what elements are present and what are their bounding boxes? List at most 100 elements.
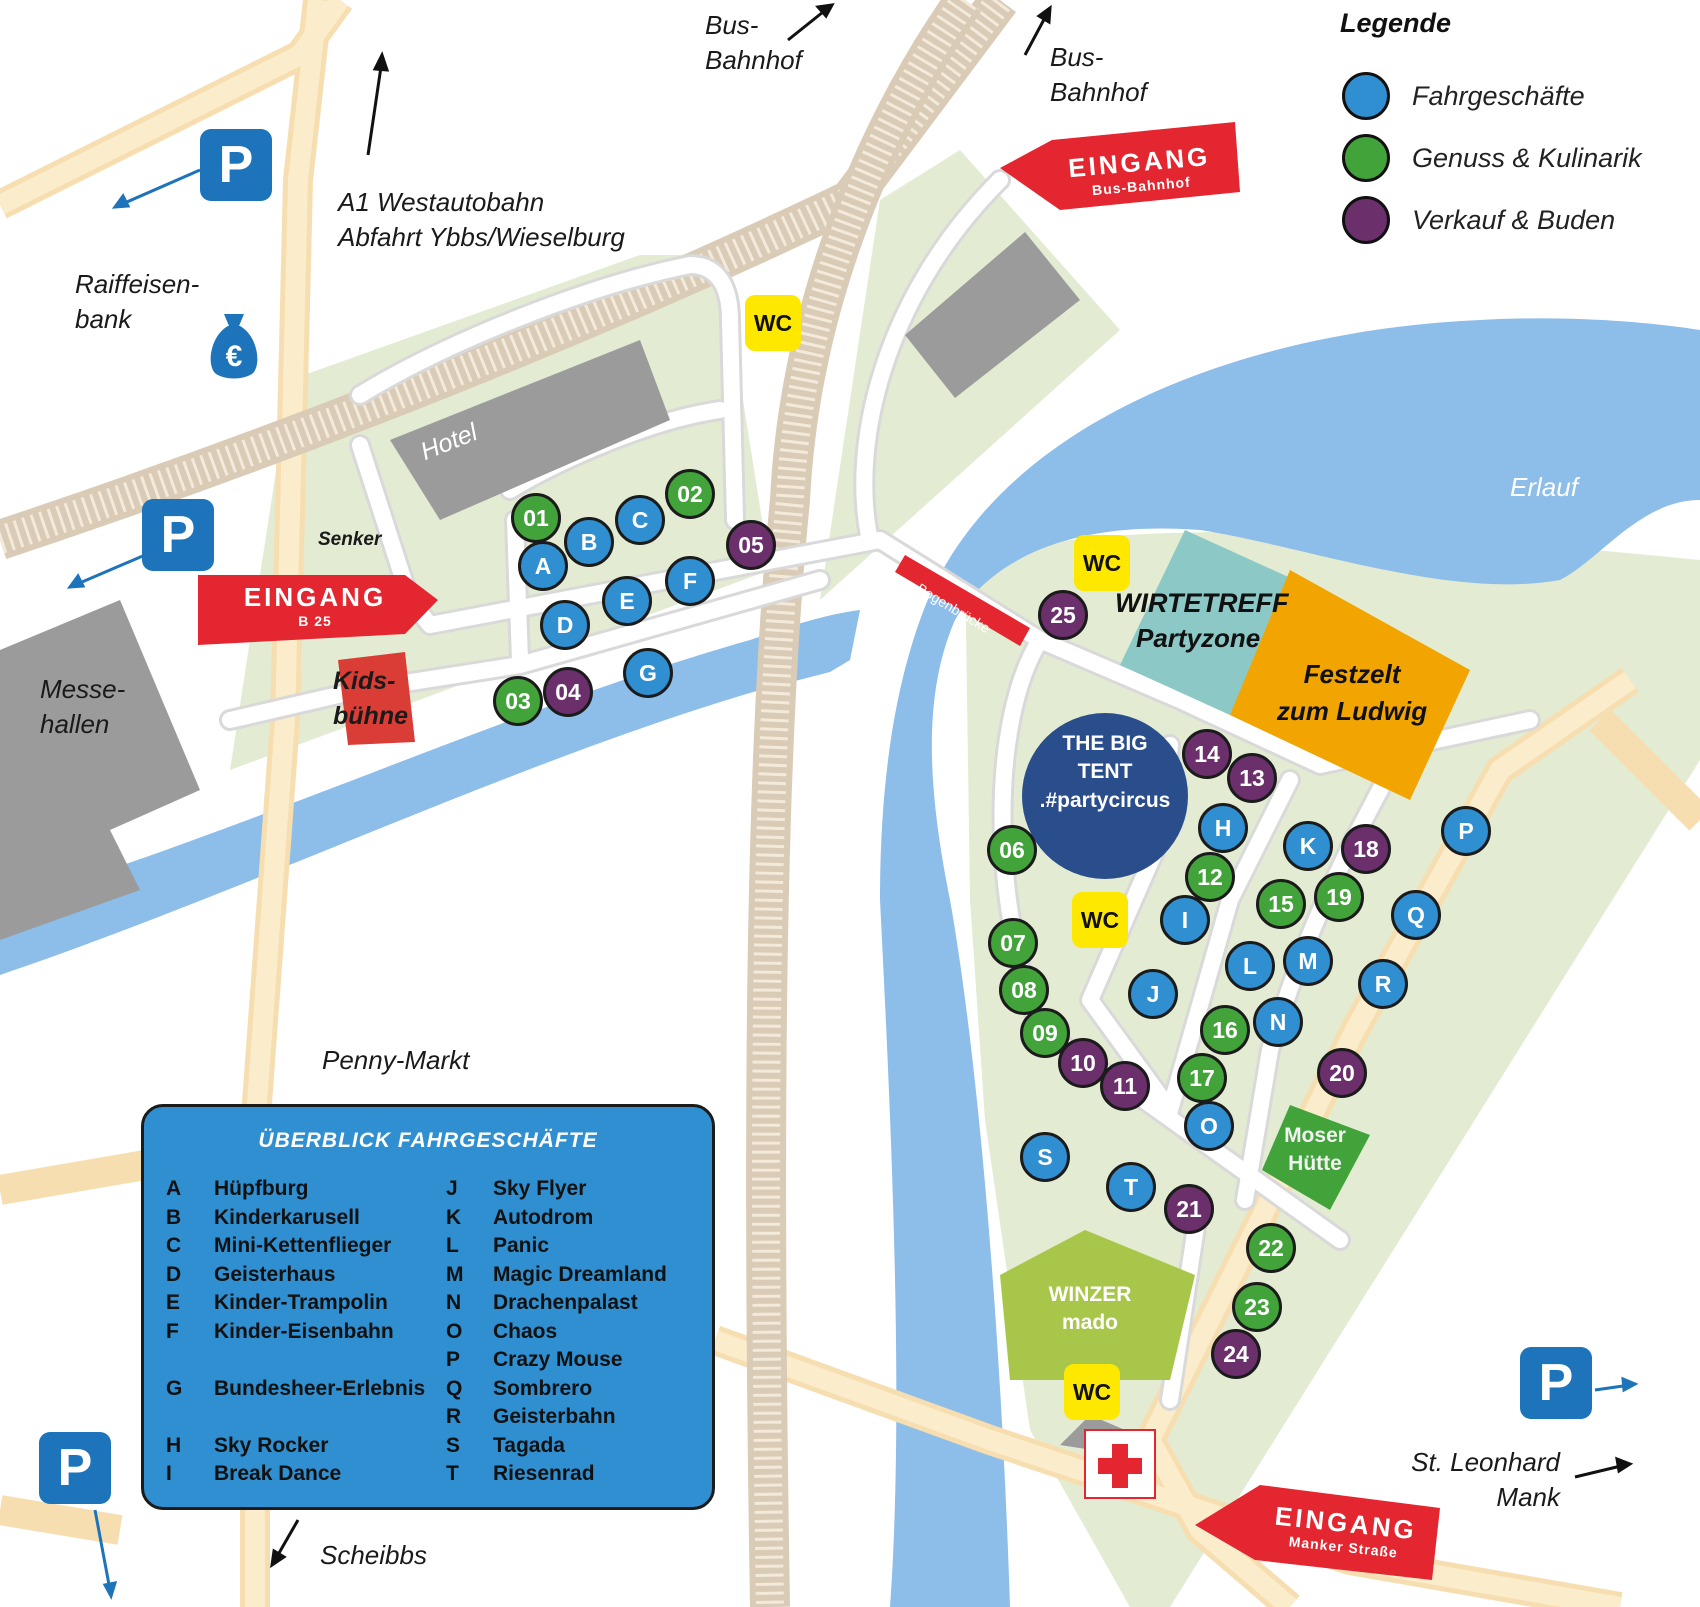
marker-e: E (602, 576, 652, 626)
label-raiffeisenbank: Raiffeisen- bank (75, 269, 200, 334)
marker-q: Q (1391, 890, 1441, 940)
marker-o: O (1184, 1101, 1234, 1151)
marker-04: 04 (543, 667, 593, 717)
wc-sign: WC (745, 295, 801, 351)
label-big-tent-1: THE BIG (1062, 732, 1148, 755)
marker-17: 17 (1177, 1053, 1227, 1103)
overview-name: Kinder-Eisenbahn (214, 1319, 394, 1343)
marker-09: 09 (1020, 1008, 1070, 1058)
entrance-label: EINGANG (243, 582, 387, 612)
marker-n: N (1253, 997, 1303, 1047)
marker-h: H (1198, 803, 1248, 853)
label-bus-bahnhof-2: Bus- Bahnhof (1050, 42, 1147, 107)
label-big-tent-2: TENT (1077, 760, 1133, 783)
overview-name: Sombrero (493, 1376, 593, 1400)
marker-02: 02 (665, 469, 715, 519)
overview-key: L (446, 1234, 459, 1257)
label-partyzone: Partyzone (1136, 623, 1261, 653)
marker-c: C (615, 495, 665, 545)
label-grosse-erlauf: Große Erlauf (864, 1141, 894, 1290)
bogenbruecke (895, 555, 1030, 646)
marker-18: 18 (1341, 824, 1391, 874)
marker-06: 06 (987, 825, 1037, 875)
marker-03: 03 (493, 676, 543, 726)
legend-item-fahrgeschaefte: Fahrgeschäfte (1342, 70, 1585, 122)
parking-sign: P (39, 1432, 111, 1504)
parking-sign: P (200, 129, 272, 201)
overview-name: Mini-Kettenflieger (214, 1234, 392, 1257)
overview-name: Tagada (493, 1433, 565, 1457)
marker-05: 05 (726, 520, 776, 570)
label-scheibbs: Scheibbs (320, 1540, 427, 1570)
overview-name: Panic (493, 1234, 550, 1257)
legend-label: Verkauf & Buden (1412, 204, 1616, 235)
label-wirtetreff: WIRTETREFF (1115, 588, 1289, 618)
overview-key: H (166, 1433, 182, 1457)
overview-key: I (166, 1462, 172, 1485)
overview-row: L Panic (446, 1234, 549, 1258)
label-kidsbuehne: Kids- bühne (333, 667, 408, 730)
marker-07: 07 (988, 918, 1038, 968)
railways (0, 0, 1016, 1607)
direction-arrows (270, 3, 1634, 1569)
legend-item-genuss: Genuss & Kulinarik (1342, 132, 1642, 184)
overview-key: N (446, 1291, 462, 1314)
marker-m: M (1283, 936, 1333, 986)
overview-name: Magic Dreamland (493, 1262, 667, 1286)
overview-key: J (446, 1177, 458, 1200)
big-tent-area (1022, 713, 1188, 879)
kidsbuehne-area (338, 652, 415, 745)
marker-d: D (540, 600, 590, 650)
overview-name: Geisterhaus (214, 1262, 336, 1286)
hotel-building (390, 340, 670, 520)
entrance-sublabel: B 25 (298, 613, 332, 629)
marker-12: 12 (1185, 852, 1235, 902)
messehallen-building (0, 600, 200, 940)
wc-sign: WC (1074, 535, 1130, 591)
overview-name: Geisterbahn (493, 1405, 616, 1428)
festzelt-area (1230, 570, 1470, 800)
marker-08: 08 (999, 965, 1049, 1015)
marker-22: 22 (1246, 1223, 1296, 1273)
overview-name: Break Dance (214, 1462, 342, 1485)
legend-label: Genuss & Kulinarik (1412, 142, 1642, 173)
legend-dot-purple (1342, 196, 1390, 244)
overview-key: D (166, 1262, 182, 1286)
label-a1: A1 Westautobahn Abfahrt Ybbs/Wieselburg (338, 187, 625, 252)
overview-key: O (446, 1319, 463, 1343)
overview-row: I Break Dance (166, 1462, 341, 1486)
first-aid-cross (1098, 1444, 1142, 1488)
marker-14: 14 (1182, 729, 1232, 779)
label-messehallen: Messe- hallen (40, 674, 126, 739)
svg-text:€: € (226, 340, 243, 373)
overview-key: C (166, 1234, 182, 1257)
marker-g: G (623, 648, 673, 698)
overview-key: B (166, 1205, 182, 1229)
marker-r: R (1358, 959, 1408, 1009)
overview-key: E (166, 1291, 181, 1314)
entrances (198, 122, 1440, 1580)
marker-13: 13 (1227, 753, 1277, 803)
overview-key: M (446, 1262, 464, 1286)
label-winzer: WINZER (1048, 1283, 1132, 1306)
winzer-area (1000, 1230, 1195, 1380)
overview-name: Riesenrad (493, 1462, 595, 1485)
label-festzelt: Festzelt zum Ludwig (1276, 659, 1428, 726)
label-penny-markt: Penny-Markt (322, 1045, 470, 1075)
entrance-b25: EINGANG B 25 (220, 582, 410, 629)
overview-name: Sky Flyer (493, 1177, 587, 1200)
label-erlauf: Erlauf (1510, 472, 1578, 502)
legend-label: Fahrgeschäfte (1412, 80, 1585, 111)
overview-row: M Magic Dreamland (446, 1263, 667, 1287)
marker-f: F (665, 556, 715, 606)
label-bus-bahnhof-1: Bus- Bahnhof (705, 10, 802, 75)
